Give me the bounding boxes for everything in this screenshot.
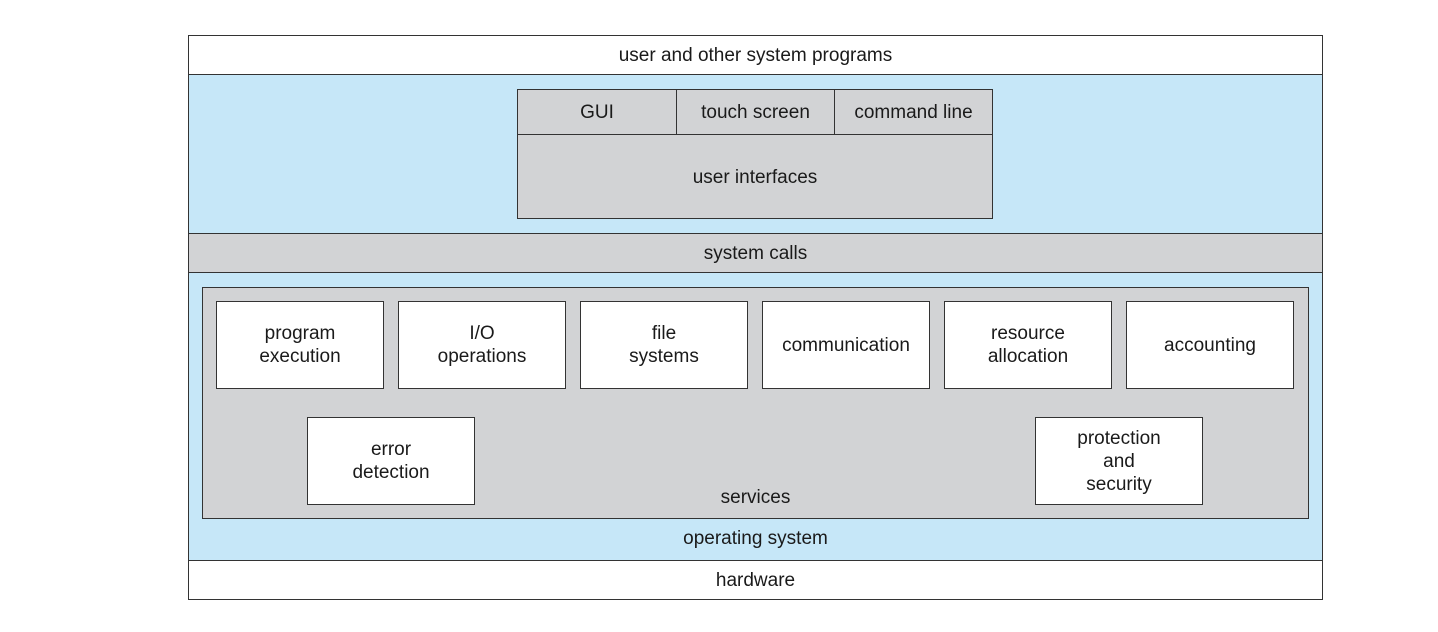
service-program-execution: program execution bbox=[216, 301, 384, 389]
service-file-systems: file systems bbox=[580, 301, 748, 389]
user-programs-layer: user and other system programs bbox=[188, 35, 1323, 75]
service-communication: communication bbox=[762, 301, 930, 389]
service-resource-allocation: resource allocation bbox=[944, 301, 1112, 389]
service-error-detection: error detection bbox=[307, 417, 475, 505]
command-line-box: command line bbox=[834, 89, 993, 135]
hardware-layer: hardware bbox=[188, 560, 1323, 600]
services-label: services bbox=[720, 487, 791, 508]
service-accounting: accounting bbox=[1126, 301, 1294, 389]
touch-screen-box: touch screen bbox=[676, 89, 835, 135]
operating-system-label: operating system bbox=[683, 528, 828, 549]
user-interfaces-label: user interfaces bbox=[692, 167, 818, 188]
system-calls-layer: system calls bbox=[188, 233, 1323, 273]
service-protection-and-security: protection and security bbox=[1035, 417, 1203, 505]
gui-box: GUI bbox=[517, 89, 677, 135]
service-io-operations: I/O operations bbox=[398, 301, 566, 389]
